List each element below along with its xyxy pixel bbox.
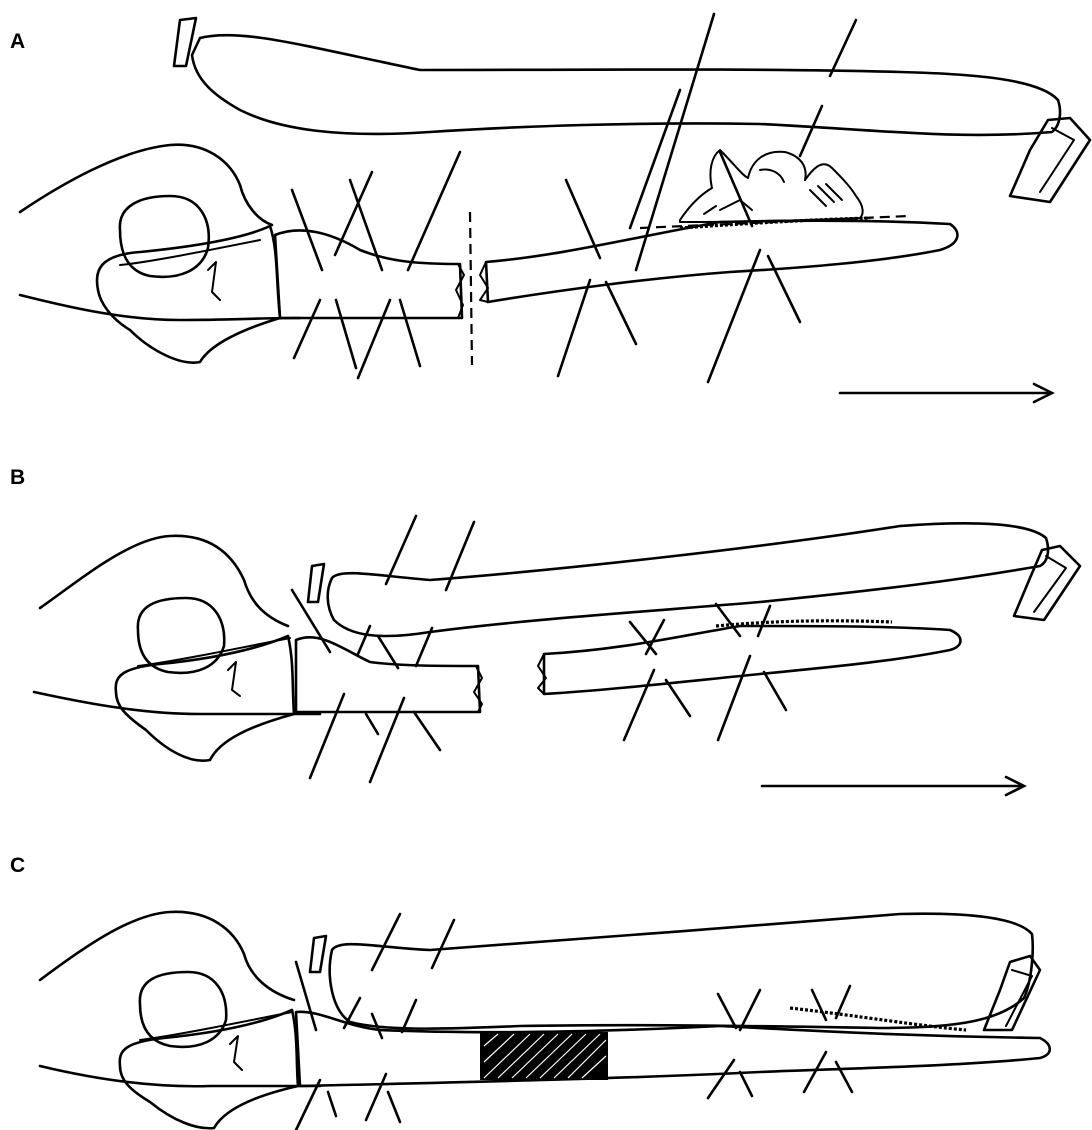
olecranon-fragment — [310, 936, 326, 972]
fissure-b — [228, 662, 240, 696]
pin — [336, 300, 356, 368]
pin — [386, 516, 416, 584]
pin — [292, 590, 330, 652]
pin — [366, 1074, 386, 1120]
humerus-outline — [40, 536, 288, 626]
pin — [335, 172, 372, 255]
pin — [350, 180, 382, 270]
pin — [370, 698, 404, 782]
pin — [666, 680, 690, 716]
pin — [804, 1052, 826, 1092]
pin — [408, 152, 460, 270]
soft-tissue-lower — [20, 295, 300, 320]
fixation-pins-b — [292, 516, 786, 782]
pin — [630, 622, 656, 654]
pin — [708, 1060, 734, 1098]
pin — [566, 180, 600, 258]
pin — [740, 990, 760, 1030]
pin — [720, 152, 752, 226]
panel-c-drawing — [0, 830, 1092, 1130]
pin — [358, 626, 370, 654]
ulna-carpal-inner — [1040, 128, 1074, 192]
pin — [718, 994, 736, 1028]
pin — [294, 300, 320, 358]
pin — [558, 280, 590, 376]
pin — [606, 282, 636, 344]
panel-b: B — [0, 430, 1092, 830]
pin — [800, 106, 822, 156]
pin — [716, 604, 740, 636]
pin — [836, 986, 850, 1018]
radius-proximal — [275, 230, 462, 318]
pin — [624, 670, 654, 740]
pin — [718, 656, 750, 740]
ulna-outline — [192, 35, 1060, 135]
soft-tissue-lower — [40, 1066, 320, 1086]
pin — [836, 1062, 852, 1092]
ulna-carpal-inner — [1034, 556, 1066, 612]
radial-head-circle — [120, 196, 209, 277]
pin — [812, 990, 826, 1020]
pin — [310, 694, 344, 778]
pin — [372, 914, 400, 970]
pin — [358, 300, 390, 378]
pin — [366, 714, 378, 734]
direction-arrow-a — [840, 384, 1052, 402]
panel-a: A — [0, 0, 1092, 430]
fissure-c — [230, 1036, 242, 1070]
direction-arrow-b — [762, 777, 1024, 795]
pin — [768, 256, 800, 322]
radius-distal — [544, 626, 961, 694]
soft-tissue-lower — [34, 692, 320, 714]
callus-detail-1 — [760, 170, 784, 183]
pin — [400, 300, 420, 366]
pin — [708, 250, 760, 382]
callus-detail-2 — [810, 184, 842, 206]
bone-graft-segment — [480, 1032, 608, 1080]
pin — [740, 1072, 752, 1096]
ulna-outline — [330, 914, 1033, 1029]
pin — [432, 920, 454, 968]
pin — [830, 20, 856, 76]
pin — [328, 1092, 336, 1116]
olecranon-fragment — [308, 564, 324, 602]
condyle-outline — [97, 226, 280, 363]
radius-distal — [486, 221, 957, 302]
pin — [764, 672, 786, 710]
radius-healed — [296, 1012, 1050, 1086]
ulna-carpal-fragment — [1010, 118, 1090, 202]
fissure-a — [208, 262, 220, 300]
pin — [414, 712, 440, 750]
pin — [296, 1080, 320, 1130]
pin — [446, 522, 474, 590]
osteotomy-line — [470, 212, 472, 365]
panel-a-drawing — [0, 0, 1092, 430]
pin — [646, 620, 664, 654]
pin — [388, 1092, 400, 1122]
panel-c: C — [0, 830, 1092, 1130]
radius-proximal — [296, 637, 480, 712]
panel-b-drawing — [0, 430, 1092, 830]
humerus-outline — [40, 912, 294, 1000]
humerus-outline — [20, 145, 272, 225]
ulna-outline — [328, 523, 1048, 636]
